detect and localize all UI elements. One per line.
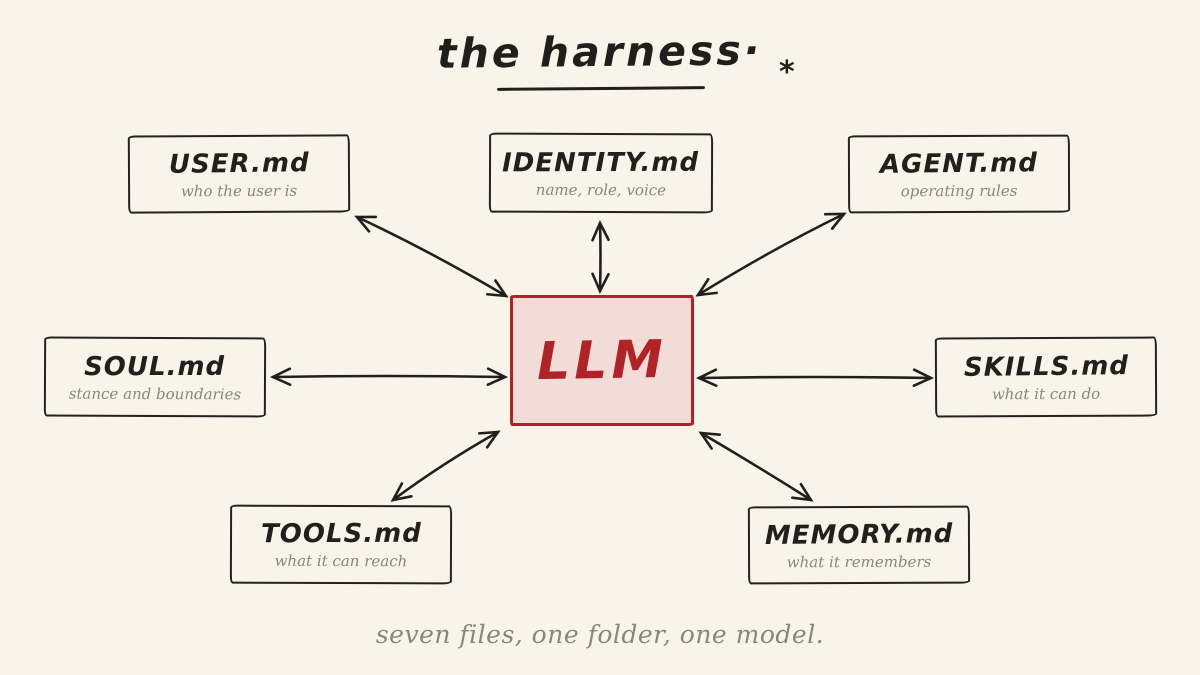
node-user-md: USER.md who the user is — [127, 134, 351, 214]
node-label: SKILLS.md — [963, 350, 1129, 383]
node-label: TOOLS.md — [260, 518, 422, 550]
llm-label: LLM — [536, 329, 668, 392]
arrow-skills-llm — [699, 377, 931, 378]
node-llm: LLM — [510, 295, 694, 426]
node-sublabel: what it remembers — [786, 552, 932, 571]
arrow-user-llm — [357, 217, 506, 296]
arrow-agent-llm — [698, 214, 844, 295]
node-sublabel: what it can do — [991, 384, 1101, 403]
node-label: USER.md — [168, 147, 310, 180]
node-label: SOUL.md — [84, 351, 226, 382]
node-label: AGENT.md — [879, 147, 1039, 180]
node-label: MEMORY.md — [764, 518, 954, 551]
node-sublabel: operating rules — [900, 181, 1018, 200]
node-agent-md: AGENT.md operating rules — [847, 134, 1071, 214]
footnote-asterisk: * — [779, 55, 795, 90]
node-sublabel: who the user is — [180, 181, 298, 200]
node-memory-md: MEMORY.md what it remembers — [747, 505, 971, 585]
diagram-caption: seven files, one folder, one model. — [375, 620, 825, 649]
node-sublabel: what it can reach — [274, 551, 408, 571]
node-identity-md: IDENTITY.md name, role, voice — [488, 132, 714, 214]
node-tools-md: TOOLS.md what it can reach — [229, 504, 453, 585]
node-skills-md: SKILLS.md what it can do — [934, 336, 1158, 418]
node-label: IDENTITY.md — [502, 147, 700, 178]
arrow-soul-llm — [273, 376, 505, 377]
arrow-identity-llm — [600, 223, 601, 291]
node-sublabel: stance and boundaries — [68, 384, 242, 403]
arrow-memory-llm — [701, 433, 811, 500]
node-sublabel: name, role, voice — [535, 180, 667, 199]
arrow-tools-llm — [393, 432, 498, 500]
node-soul-md: SOUL.md stance and boundaries — [43, 336, 267, 418]
